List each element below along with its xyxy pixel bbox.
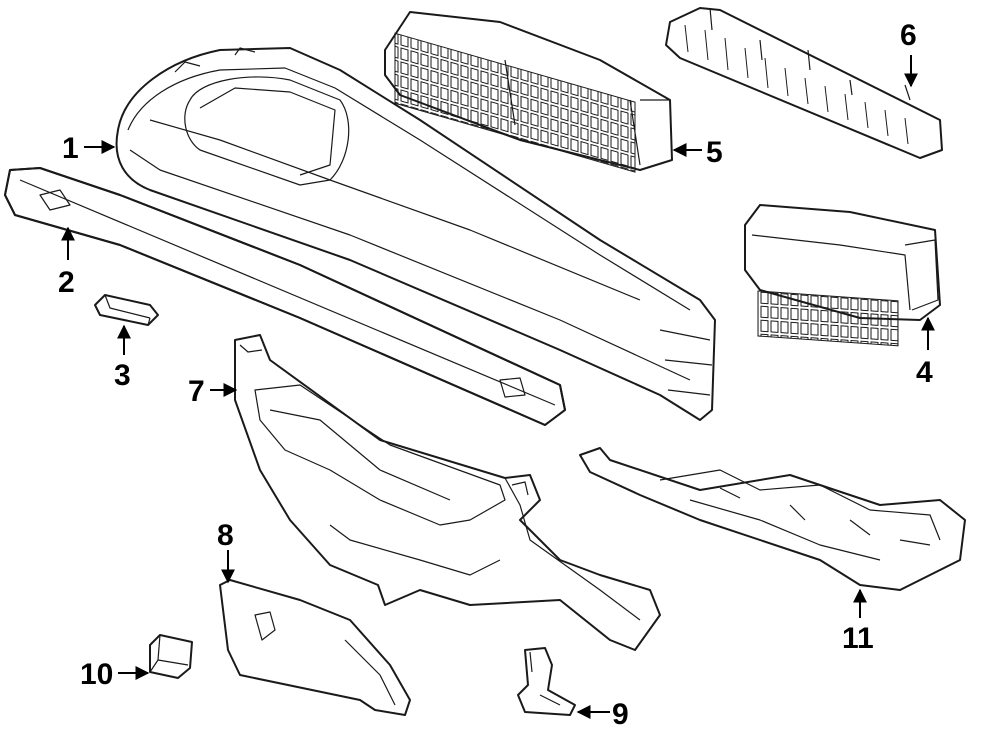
callout-9: 9: [576, 698, 629, 731]
part-1-instrument-panel: [115, 47, 716, 421]
callout-11: 11: [842, 588, 874, 655]
callout-label: 3: [114, 359, 131, 392]
part-10-square-clip: [149, 634, 193, 679]
callout-label: 11: [842, 622, 874, 655]
callout-label: 7: [188, 375, 205, 408]
callout-5: 5: [672, 136, 723, 169]
callout-label: 2: [58, 266, 75, 299]
part-8-side-cover: [219, 579, 411, 716]
callout-8: 8: [217, 519, 235, 584]
part-6-side-vent: [665, 7, 943, 159]
part-2-grille-trim: [4, 167, 566, 426]
part-11-lower-tray: [579, 447, 966, 591]
callout-1: 1: [62, 132, 116, 165]
callout-label: 5: [706, 136, 723, 169]
callout-label: 9: [612, 698, 629, 731]
callout-3: 3: [114, 324, 131, 392]
part-3-clip: [94, 294, 159, 326]
callout-label: 6: [900, 19, 917, 52]
callout-label: 1: [62, 132, 79, 165]
callout-6: 6: [900, 19, 918, 88]
part-7-lower-frame: [234, 334, 661, 651]
callout-2: 2: [58, 226, 75, 299]
callout-label: 10: [80, 658, 113, 691]
callout-label: 4: [916, 356, 933, 389]
callout-label: 8: [217, 519, 234, 552]
part-5-center-vent: [384, 11, 673, 173]
callout-10: 10: [80, 658, 150, 691]
callout-7: 7: [188, 375, 238, 408]
part-9-bracket: [517, 647, 576, 716]
part-4-right-vent: [744, 204, 941, 347]
callout-4: 4: [916, 316, 935, 389]
